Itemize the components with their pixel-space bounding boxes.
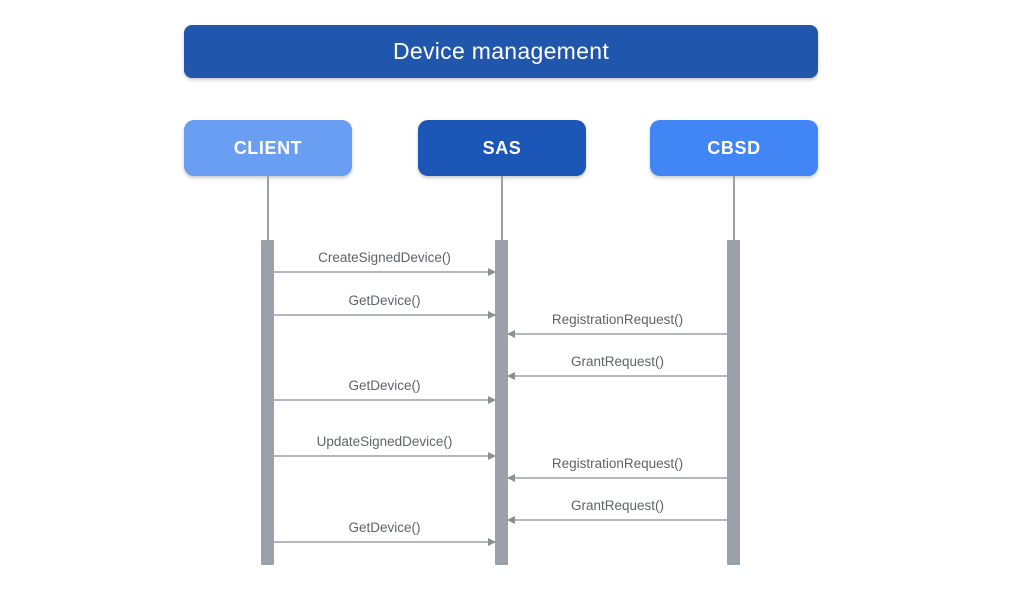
message-label: GrantRequest()	[570, 498, 665, 513]
arrowhead-right-icon	[488, 267, 496, 276]
message-get-device-3: GetDevice()	[274, 520, 496, 546]
lifeline-sas	[501, 176, 503, 240]
message-grant-request-1: GrantRequest()	[507, 354, 727, 380]
actor-label-sas: SAS	[482, 137, 522, 158]
lifeline-cbsd	[733, 176, 735, 240]
title-banner: Device management	[184, 25, 818, 78]
actor-box-client: CLIENT	[184, 120, 352, 176]
message-line	[274, 310, 496, 319]
arrowhead-right-icon	[488, 537, 496, 546]
actor-box-sas: SAS	[418, 120, 586, 176]
arrowhead-right-icon	[488, 451, 496, 460]
message-label: RegistrationRequest()	[551, 456, 684, 471]
lifeline-client	[267, 176, 269, 240]
message-line	[507, 371, 727, 380]
diagram-title: Device management	[392, 38, 610, 64]
arrowhead-left-icon	[507, 371, 515, 380]
message-get-device-2: GetDevice()	[274, 378, 496, 404]
message-create-signed-device: CreateSignedDevice()	[274, 250, 496, 276]
message-line	[507, 515, 727, 524]
arrowhead-right-icon	[488, 395, 496, 404]
message-label: RegistrationRequest()	[551, 312, 684, 327]
message-registration-request-2: RegistrationRequest()	[507, 456, 727, 482]
message-grant-request-2: GrantRequest()	[507, 498, 727, 524]
actor-label-cbsd: CBSD	[707, 137, 761, 158]
message-label: CreateSignedDevice()	[318, 250, 451, 265]
message-label: GrantRequest()	[570, 354, 665, 369]
arrowhead-left-icon	[507, 329, 515, 338]
arrowhead-left-icon	[507, 473, 515, 482]
message-line	[274, 395, 496, 404]
arrowhead-right-icon	[488, 310, 496, 319]
message-line	[274, 451, 496, 460]
message-line	[274, 267, 496, 276]
message-label: GetDevice()	[348, 520, 421, 535]
message-label: GetDevice()	[348, 378, 421, 393]
actor-box-cbsd: CBSD	[650, 120, 818, 176]
message-label: GetDevice()	[348, 293, 421, 308]
activation-bar-cbsd	[727, 240, 740, 565]
message-update-signed-device: UpdateSignedDevice()	[274, 434, 496, 460]
message-get-device-1: GetDevice()	[274, 293, 496, 319]
activation-bar-client	[261, 240, 274, 565]
message-registration-request-1: RegistrationRequest()	[507, 312, 727, 338]
activation-bar-sas	[495, 240, 508, 565]
message-line	[507, 329, 727, 338]
message-label: UpdateSignedDevice()	[316, 434, 453, 449]
message-line	[274, 537, 496, 546]
actor-label-client: CLIENT	[233, 137, 303, 158]
arrowhead-left-icon	[507, 515, 515, 524]
message-line	[507, 473, 727, 482]
